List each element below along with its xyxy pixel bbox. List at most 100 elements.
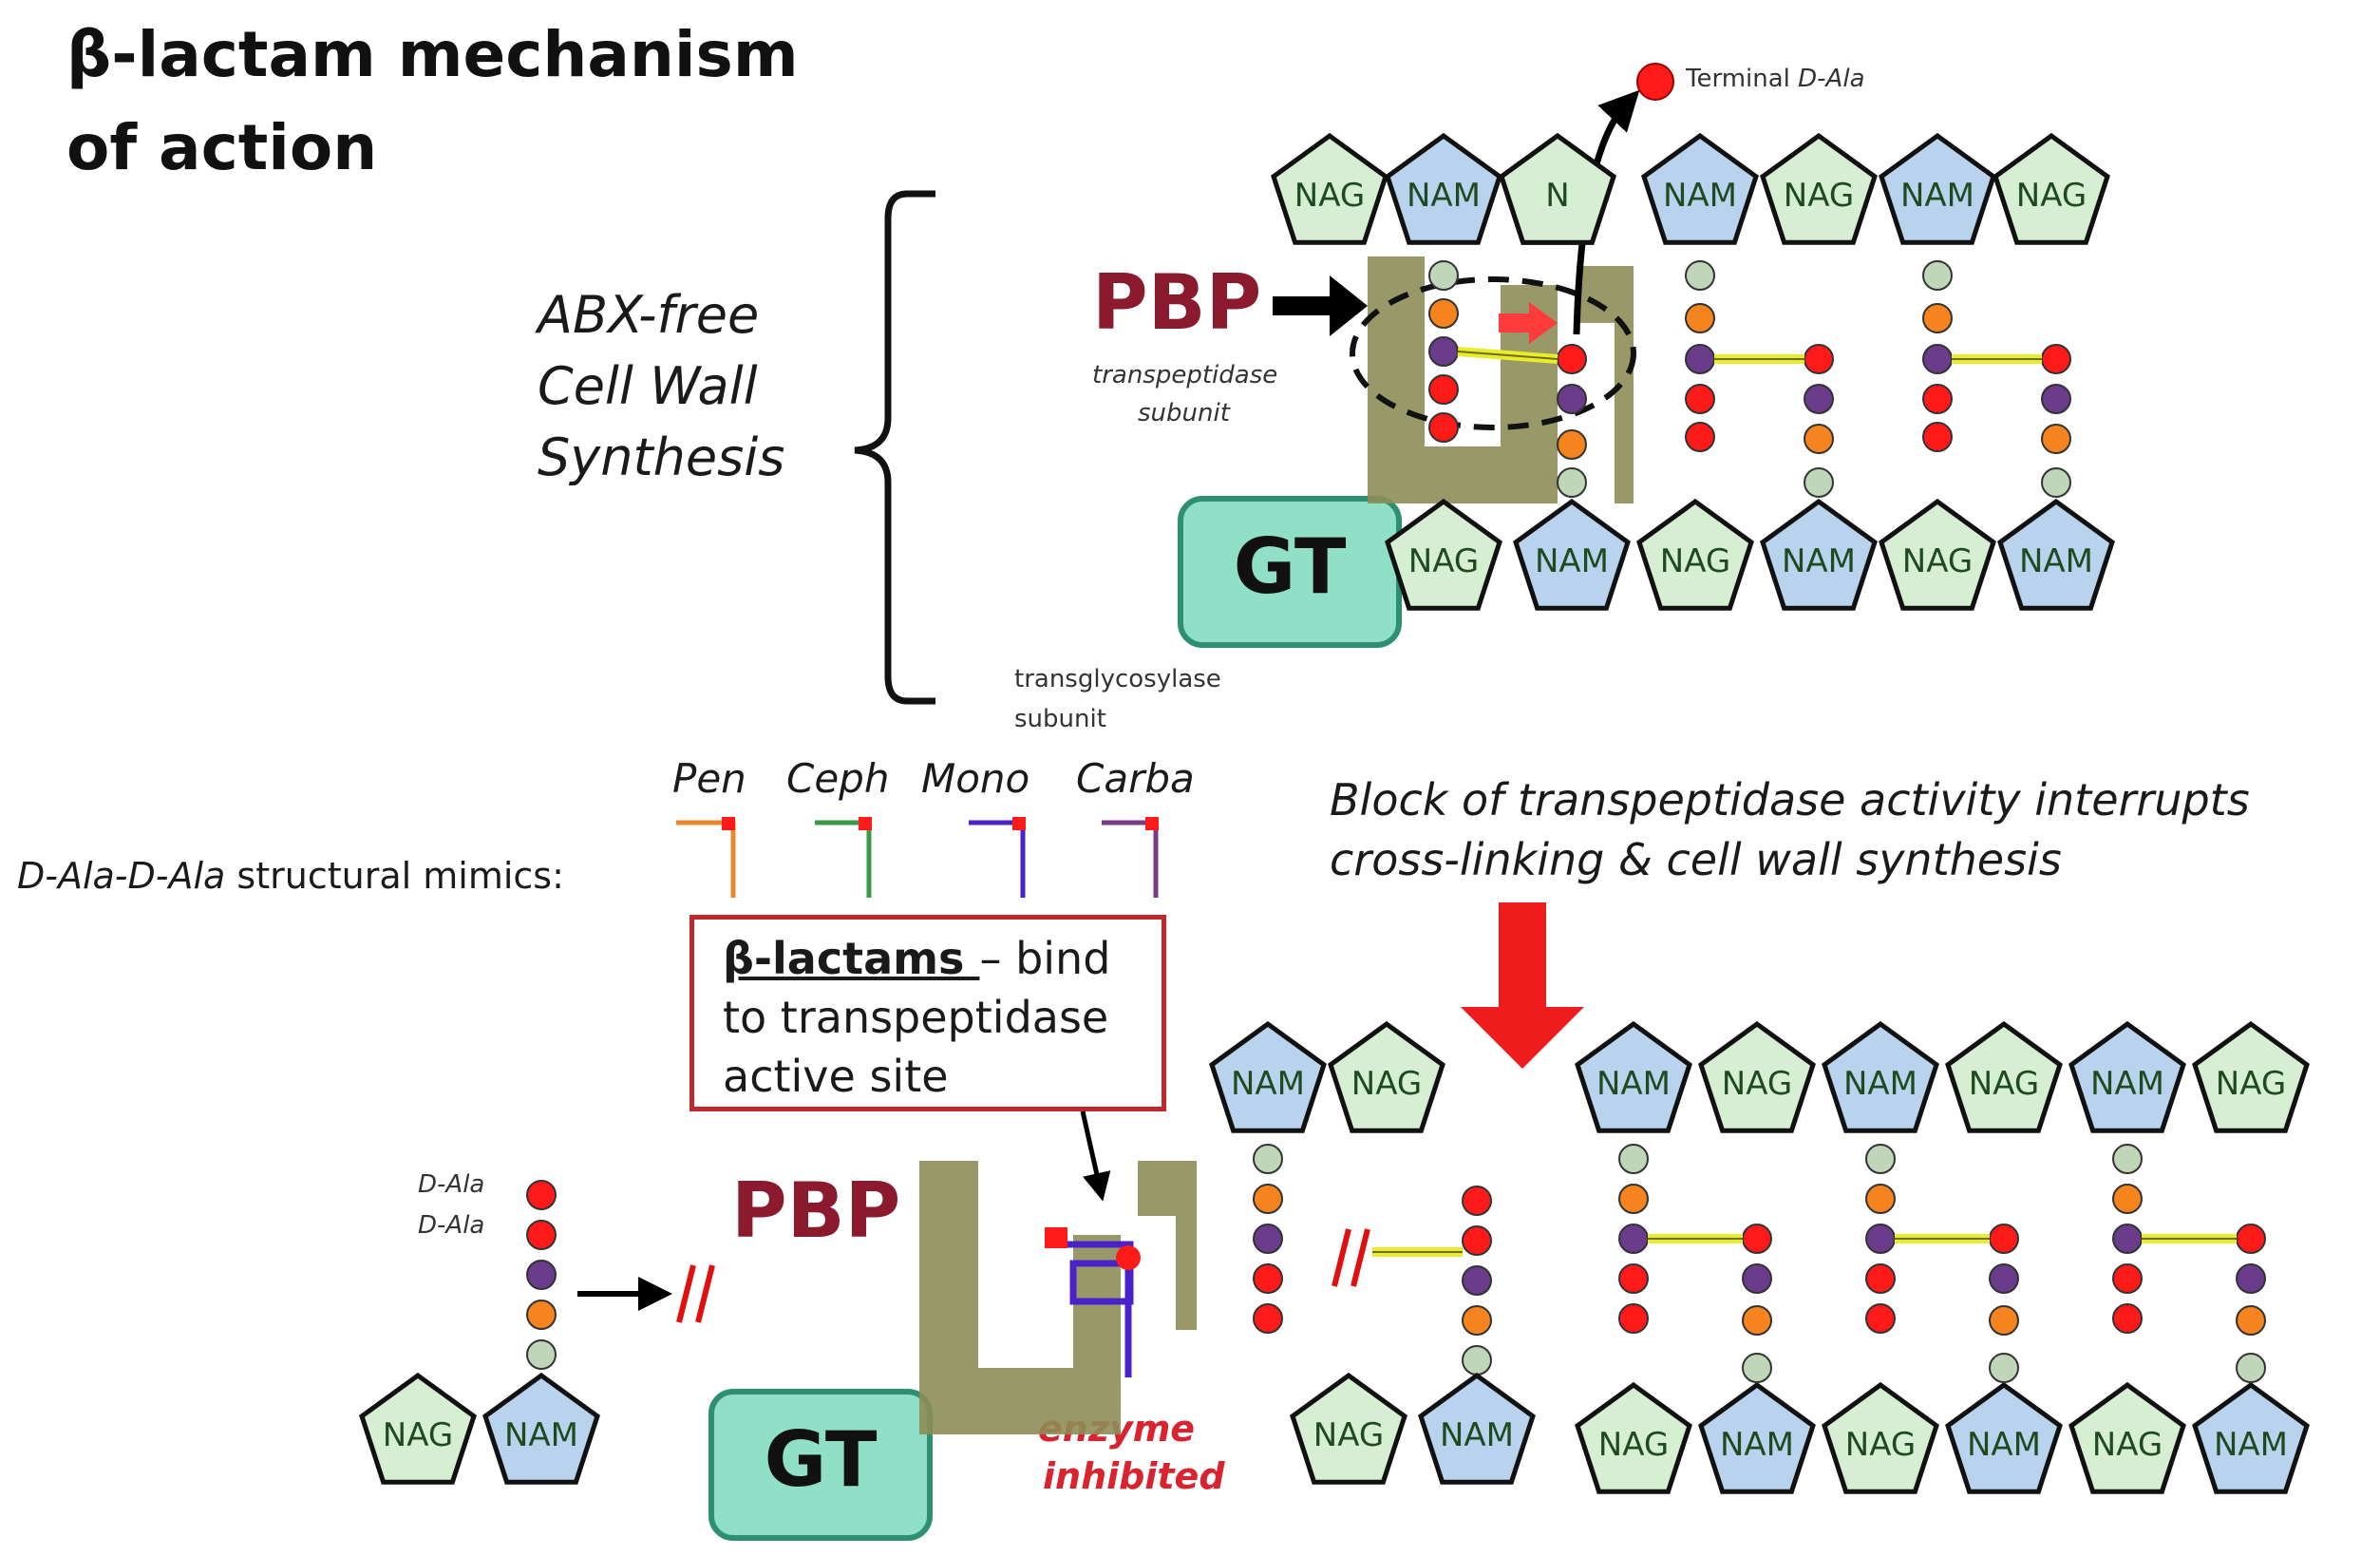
bottom-mid-lower-stem-bead-0: [1462, 1186, 1492, 1216]
bottom-right-upper-sugar-3: [1945, 1020, 2063, 1133]
top-stem2-bead-2: [1557, 384, 1587, 414]
top-upper-sugar-3: [1641, 132, 1759, 245]
pbp-label-bottom: PBP: [731, 1167, 901, 1255]
mimic-hooks: [676, 820, 1159, 898]
bottom-left-stem-bead-0: [526, 1180, 557, 1210]
pbp-label-top: PBP: [1092, 258, 1262, 347]
bottom-right-stemA-0-bead-4: [1618, 1303, 1649, 1334]
terminal-dala: D-Ala: [1798, 65, 1865, 93]
dala-label-a: D-Ala: [418, 1170, 485, 1199]
top-stem3-bead-3: [1685, 384, 1715, 414]
transglycosylase-label-1: transglycosylase: [1014, 665, 1221, 693]
top-upper-sugar-0-label: NAG: [1294, 177, 1365, 215]
top-stem5-bead-4: [1922, 422, 1953, 452]
bottom-right-upper-sugar-4-label: NAM: [2090, 1065, 2164, 1103]
top-lower-sugar-0: [1385, 498, 1502, 611]
top-upper-sugar-5-label: NAM: [1900, 177, 1974, 215]
bottom-mid-stem-bead-2: [1253, 1224, 1283, 1254]
bottom-left-sugar-1: [482, 1372, 600, 1485]
top-lower-sugar-3: [1760, 498, 1878, 611]
top-lower-sugar-5-label: NAM: [2019, 542, 2093, 580]
bottom-right-lower-sugar-5-label: NAM: [2214, 1426, 2288, 1464]
transpeptidase-label-2: subunit: [1138, 399, 1230, 427]
cell-wall-label: Cell Wall: [538, 356, 758, 416]
bottom-left-stem-bead-2: [526, 1260, 557, 1290]
pbp-enzyme-bottom: [919, 1161, 1197, 1434]
bottom-right-stemB-0-bead-1: [1742, 1263, 1772, 1294]
bottom-left-stem-bead-1: [526, 1220, 557, 1250]
top-upper-sugar-1-label: NAM: [1407, 177, 1481, 215]
bottom-mid-upper-sugar-0: [1209, 1020, 1327, 1133]
bottom-mid-lower-sugar-0: [1290, 1372, 1407, 1485]
top-stem5-bead-3: [1922, 384, 1953, 414]
title-line-2: of action: [66, 111, 378, 184]
bottom-right-lower-sugar-0: [1575, 1381, 1692, 1494]
structural-mimics-label: D-Ala-D-Ala structural mimics:: [17, 855, 564, 897]
bound-red-square: [1045, 1227, 1067, 1248]
top-upper-partial-n: [1499, 132, 1616, 245]
top-stem5-bead-2: [1922, 344, 1953, 374]
synthesis-label: Synthesis: [538, 427, 785, 487]
hook-pen: [676, 820, 736, 898]
mimic-label-pen: Pen: [672, 755, 746, 802]
bound-red-bead: [1116, 1245, 1141, 1270]
gt-box-bottom: GT: [708, 1389, 933, 1541]
top-stem4-bead-2: [1804, 424, 1834, 454]
terminal-dala-bead: [1636, 63, 1674, 101]
top-lower-sugar-2: [1636, 498, 1754, 611]
bottom-right-stemB-2-bead-0: [2236, 1224, 2266, 1254]
gt-box-top: GT: [1178, 496, 1402, 648]
terminal-dala-label: Terminal D-Ala: [1686, 65, 1865, 93]
break-marks-left: [676, 1264, 715, 1323]
bottom-right-stemA-1-bead-1: [1865, 1184, 1896, 1214]
bottom-right-lower-sugar-4: [2068, 1381, 2186, 1494]
sugar-and-peptide-chains: NAGNAMNAGNAMNAGNAMNAGNAGNAMNAGNAMNAGNAMN…: [359, 132, 2310, 1494]
bottom-left-sugar-1-label: NAM: [504, 1416, 578, 1454]
top-crosslink-0-edge: [1457, 351, 1558, 360]
bottom-right-stemA-0-bead-3: [1618, 1263, 1649, 1294]
bottom-mid-lower-stem-bead-2: [1462, 1265, 1492, 1296]
top-stem1-bead-3: [1428, 374, 1459, 405]
top-stem2-bead-0: [1557, 467, 1587, 498]
top-stem1-bead-1: [1428, 298, 1459, 329]
top-stem3-bead-2: [1685, 344, 1715, 374]
top-upper-sugar-0: [1271, 132, 1388, 245]
bottom-right-stemB-2-bead-2: [2236, 1305, 2266, 1336]
top-lower-sugar-1-label: NAM: [1535, 542, 1609, 580]
top-stem3-bead-4: [1685, 422, 1715, 452]
hook-ceph: [815, 820, 872, 898]
bottom-left-sugar-0: [359, 1372, 477, 1485]
mimic-hook-ends: [722, 817, 1159, 830]
break-marks-right: [1332, 1228, 1370, 1287]
bottom-right-stemA-0-bead-0: [1618, 1144, 1649, 1174]
pbp-black-arrow: [1273, 275, 1368, 336]
hook-mono: [969, 820, 1026, 898]
bottom-right-upper-sugar-5: [2192, 1020, 2310, 1133]
bottom-right-lower-sugar-0-label: NAG: [1598, 1426, 1669, 1464]
bottom-right-stemA-2-bead-0: [2112, 1144, 2143, 1174]
top-stem2-bead-1: [1557, 429, 1587, 460]
top-upper-sugar-6: [1993, 132, 2110, 245]
top-lower-sugar-4: [1879, 498, 1996, 611]
bottom-right-upper-sugar-0: [1575, 1020, 1692, 1133]
bottom-right-stemB-2-bead-1: [2236, 1263, 2266, 1294]
hook-carba: [1102, 820, 1159, 898]
top-stem6-bead-3: [2041, 467, 2071, 498]
bottom-right-stemB-1-bead-1: [1989, 1263, 2019, 1294]
bottom-mid-lower-sugar-1: [1418, 1372, 1536, 1485]
bottom-mid-stem-bead-4: [1253, 1303, 1283, 1334]
bottom-left-stem-bead-4: [526, 1339, 557, 1370]
big-red-down-arrow: [1461, 902, 1584, 1069]
bottom-right-upper-sugar-2: [1822, 1020, 1939, 1133]
block-text-line-1: Block of transpeptidase activity interru…: [1330, 774, 2250, 825]
bottom-mid-upper-sugar-0-label: NAM: [1231, 1065, 1305, 1103]
transglycosylase-label-2: subunit: [1014, 705, 1106, 733]
bottom-mid-lower-stem-bead-4: [1462, 1345, 1492, 1376]
top-upper-sugar-6-label: NAG: [2016, 177, 2087, 215]
top-stem4-bead-1: [1804, 384, 1834, 414]
beta-lactams-line-3: active site: [723, 1051, 949, 1102]
bottom-right-stemB-1-bead-2: [1989, 1305, 2019, 1336]
dala-label-b: D-Ala: [418, 1211, 485, 1240]
bottom-right-stemB-0-bead-3: [1742, 1353, 1772, 1383]
